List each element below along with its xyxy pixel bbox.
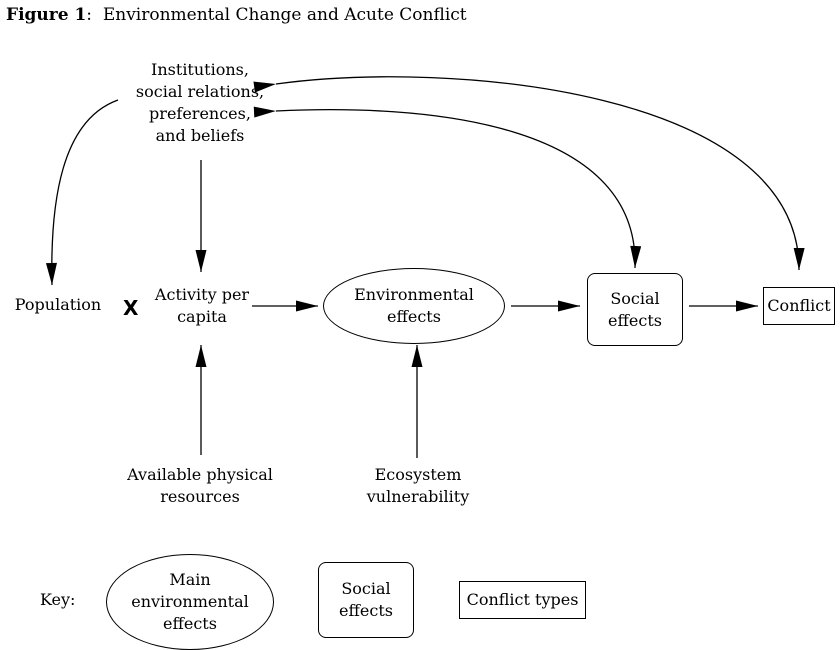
key-ellipse-main-environmental-effects: Main environmental effects: [106, 554, 274, 650]
key-ellipse-line-2: environmental: [131, 592, 249, 611]
node-institutions: Institutions, social relations, preferen…: [120, 59, 280, 147]
resources-line-1: Available physical: [127, 465, 273, 484]
ecosystem-line-2: vulnerability: [366, 487, 470, 506]
conflict-label: Conflict: [767, 296, 831, 315]
key-rect-label: Conflict types: [466, 590, 579, 609]
key-rounded-line-2: effects: [339, 601, 393, 620]
node-social-effects: Social effects: [587, 273, 683, 346]
node-conflict: Conflict: [763, 287, 835, 325]
institutions-line-1: Institutions,: [151, 60, 249, 79]
figure-title: Figure 1: Environmental Change and Acute…: [6, 5, 467, 25]
edge-institutions-social-feedback: [253, 106, 642, 269]
key-rounded-line-1: Social: [341, 579, 391, 598]
figure-label: Figure 1: [6, 5, 87, 25]
node-activity-per-capita: Activity per capita: [142, 284, 262, 328]
institutions-line-4: and beliefs: [155, 126, 245, 145]
multiplication-sign: X: [123, 296, 139, 320]
key-ellipse-line-1: Main: [169, 570, 211, 589]
environmental-line-1: Environmental: [354, 285, 474, 304]
activity-line-2: capita: [177, 307, 227, 326]
social-line-2: effects: [608, 310, 662, 330]
ecosystem-line-1: Ecosystem: [374, 465, 462, 484]
key-rounded-social-effects: Social effects: [318, 562, 414, 638]
institutions-line-3: preferences,: [149, 104, 251, 123]
key-rect-conflict-types: Conflict types: [459, 581, 586, 619]
activity-line-1: Activity per: [154, 285, 250, 304]
node-population: Population: [14, 295, 102, 314]
edge-institutions-conflict-feedback: [253, 76, 805, 271]
key-ellipse-line-3: effects: [163, 614, 217, 633]
social-line-1: Social: [610, 288, 660, 308]
figure-title-text: Environmental Change and Acute Conflict: [102, 5, 467, 25]
institutions-line-2: social relations,: [135, 82, 265, 101]
figure-title-separator: :: [86, 5, 93, 25]
edge-institutions-to-population: [45, 99, 119, 286]
node-available-physical-resources: Available physical resources: [110, 464, 290, 508]
node-environmental-effects: Environmental effects: [323, 268, 505, 344]
environmental-line-2: effects: [387, 307, 441, 326]
node-ecosystem-vulnerability: Ecosystem vulnerability: [350, 464, 486, 508]
key-label: Key:: [40, 590, 76, 609]
resources-line-2: resources: [160, 487, 240, 506]
